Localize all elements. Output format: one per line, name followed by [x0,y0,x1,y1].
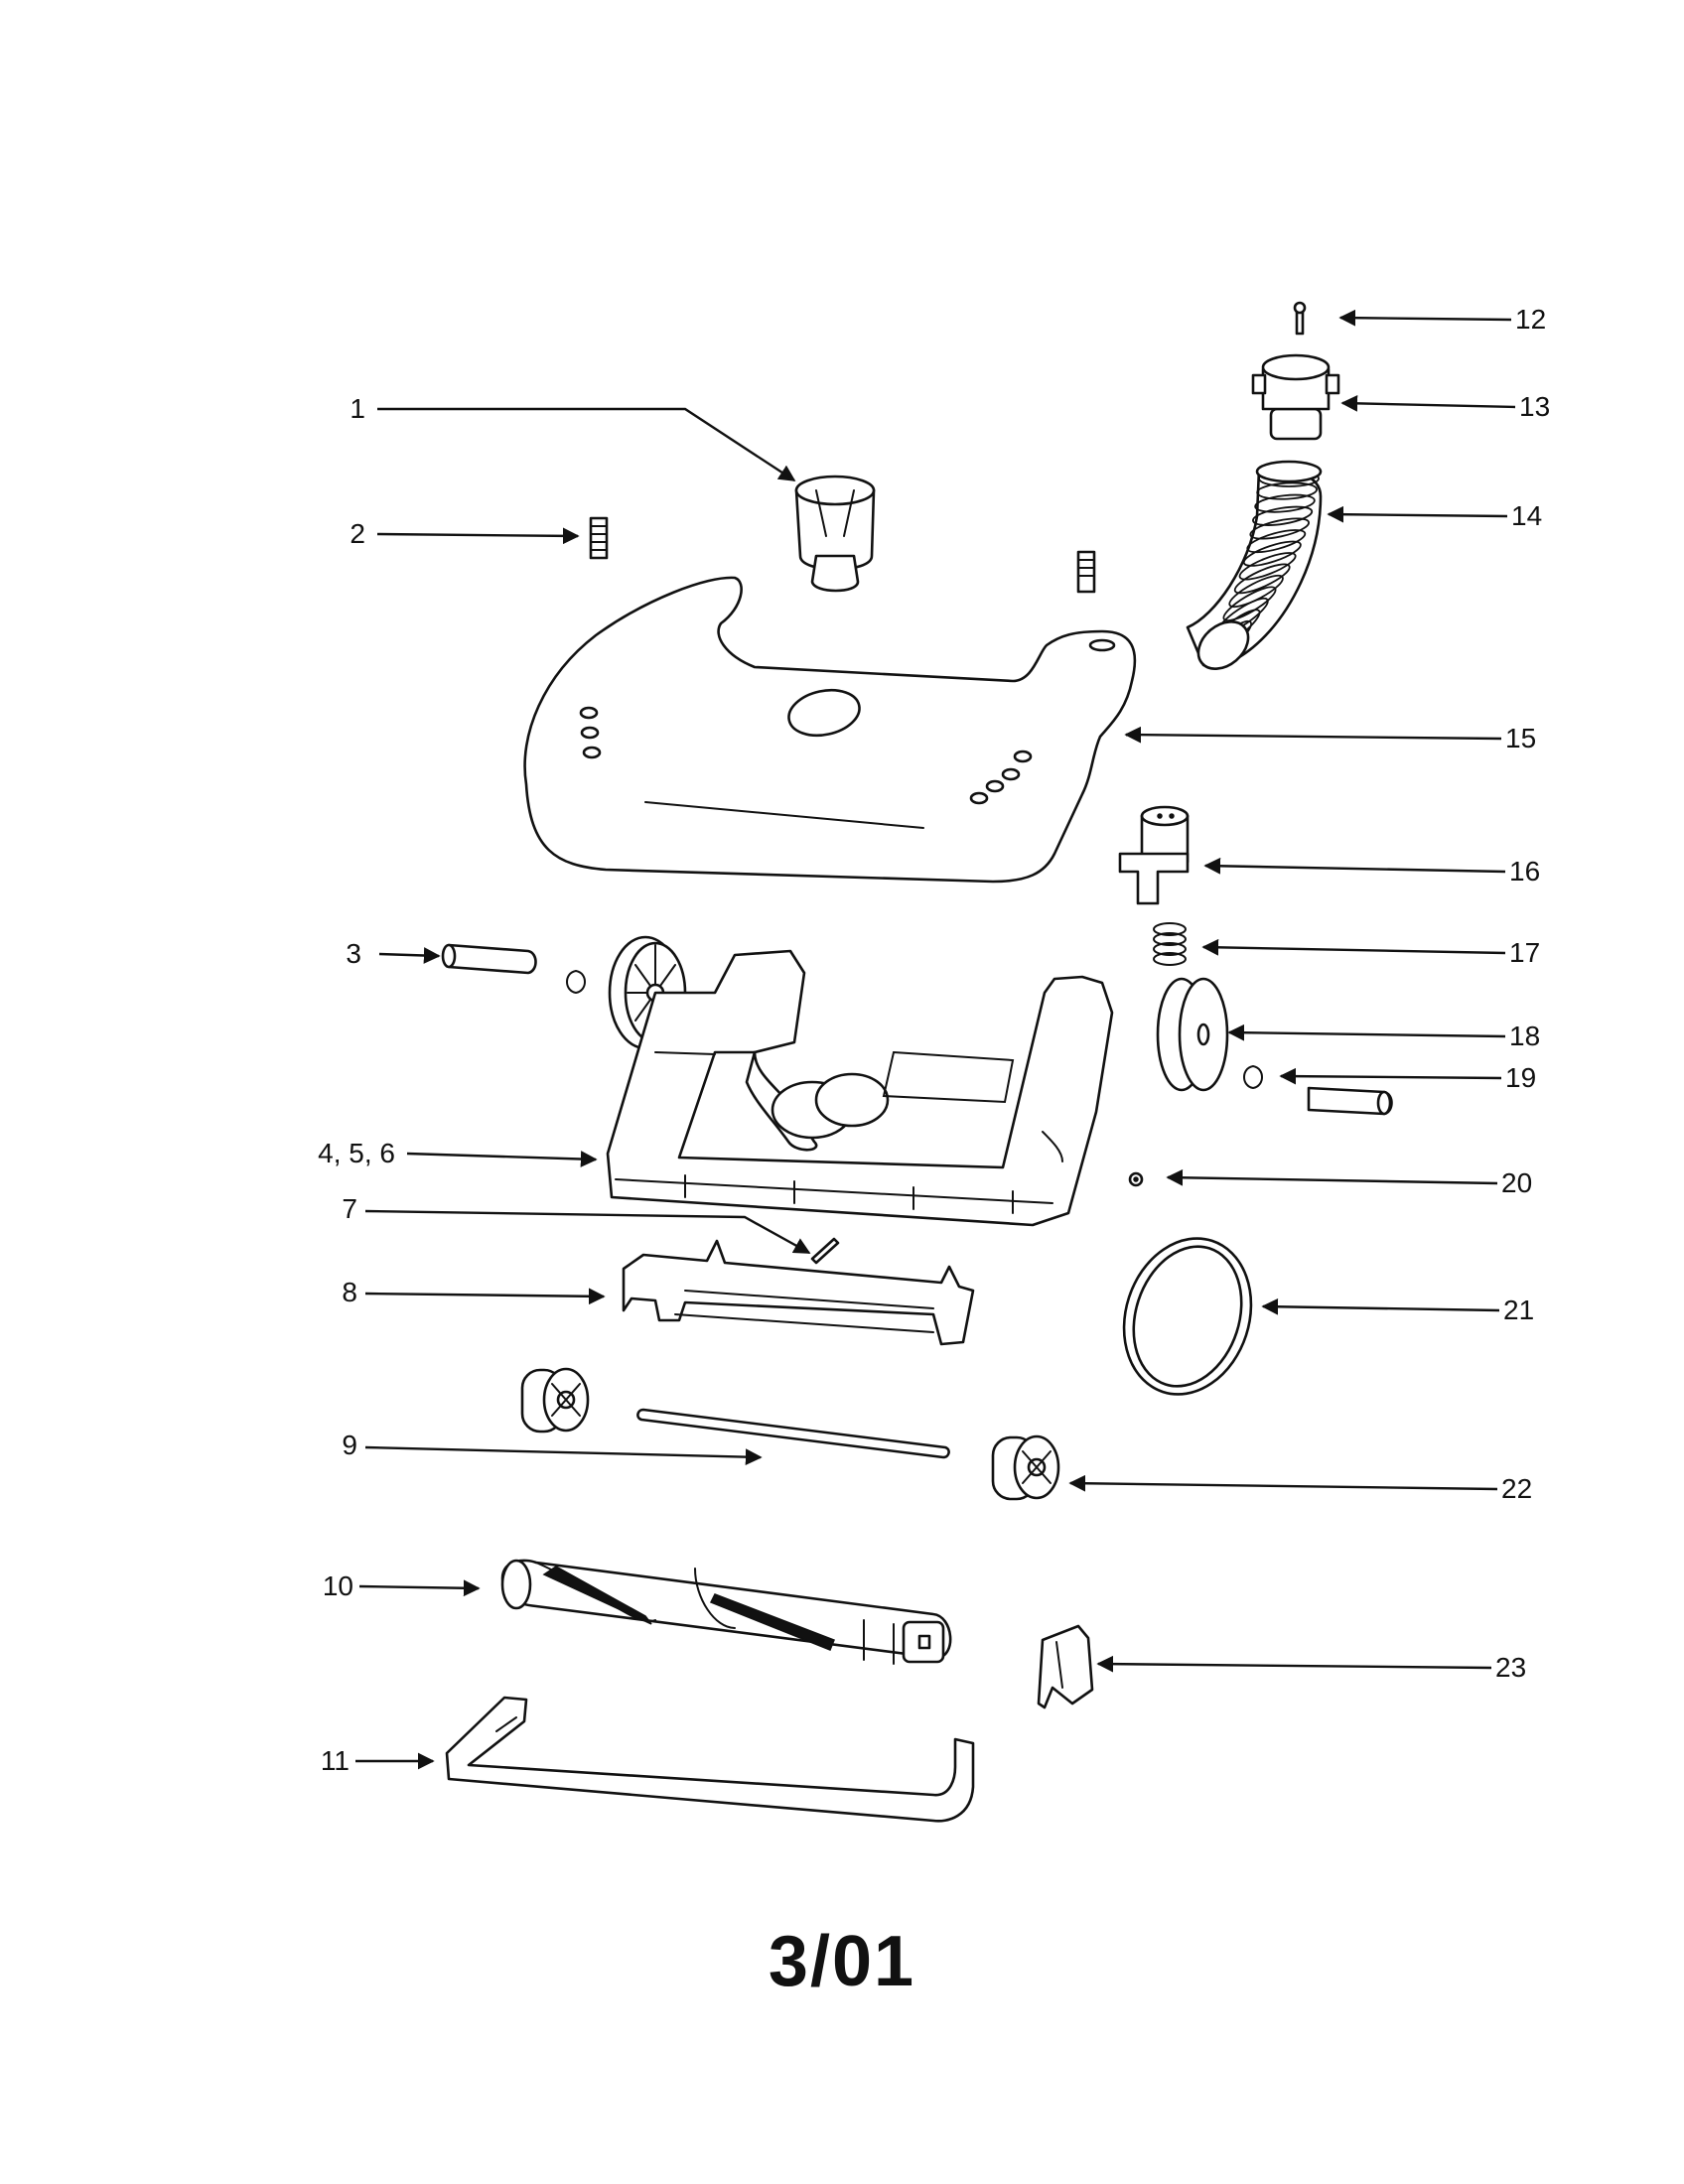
part-11-bumper [445,1696,975,1823]
leader-15 [1124,726,1502,744]
leader-10 [358,1579,481,1597]
part-10-brush-roll [500,1559,952,1665]
leader-17 [1201,938,1506,956]
part-4-5-6-base-housing [606,949,1114,1227]
part-21-belt [1122,1237,1253,1396]
part-23-belt-guard [1037,1624,1094,1709]
hose-rib [1256,481,1318,500]
part-15-hood [523,576,1137,884]
part-7-pin [810,1237,840,1265]
leader-3 [378,947,441,964]
part-12-pin [1293,301,1307,336]
hose-rib [1254,493,1316,513]
callout-label-4-5-6: 4, 5, 6 [318,1138,395,1168]
part-3-axle [441,943,537,975]
hose-rib [1246,529,1307,554]
leader-8 [364,1288,606,1305]
callout-leader-lines [355,309,1516,1770]
part-18-wheel [1156,977,1229,1092]
part-22-end-cap [991,1434,1060,1501]
leader-13 [1340,394,1516,412]
part-8-frame [622,1239,975,1346]
part-19-clip [1243,1064,1263,1089]
leader-21 [1261,1297,1500,1315]
callout-label-18: 18 [1509,1021,1541,1051]
part-14-corrugated-hose [1186,460,1323,670]
callout-label-3: 3 [346,938,361,969]
hose-rib [1249,517,1310,540]
callout-label-21: 21 [1503,1295,1535,1325]
hose-rib [1238,552,1297,581]
leader-7 [364,1209,811,1255]
part-20-small-screw [1128,1171,1144,1187]
leader-19 [1279,1067,1502,1085]
callout-label-9: 9 [342,1430,357,1460]
part-2-screw [589,516,609,560]
clip-left [566,969,586,994]
leader-1 [377,407,796,482]
callout-label-16: 16 [1509,856,1541,887]
callout-label-23: 23 [1495,1652,1527,1683]
hose-rib [1242,540,1302,567]
callout-label-22: 22 [1501,1473,1533,1504]
leader-23 [1096,1655,1492,1673]
part-1-nozzle-connector [794,475,876,593]
leader-20 [1166,1168,1498,1186]
part-13-hose-coupling [1251,353,1340,441]
leader-16 [1203,857,1506,875]
hose-rib [1252,505,1314,526]
part-17-spring [1153,922,1187,966]
callout-label-14: 14 [1511,500,1543,531]
callout-label-11: 11 [320,1745,350,1776]
callout-label-12: 12 [1515,304,1547,335]
part-16-latch [1118,805,1190,905]
callout-label-2: 2 [350,518,365,549]
drawing-revision-code: 3/01 [768,1922,916,2001]
callout-label-19: 19 [1505,1062,1537,1093]
leader-9 [364,1445,763,1466]
callout-label-20: 20 [1501,1167,1533,1198]
part-9-shaft [636,1408,950,1459]
leader-14 [1327,505,1508,523]
callout-label-7: 7 [342,1193,357,1224]
callout-label-8: 8 [342,1277,357,1307]
callout-label-10: 10 [322,1570,353,1601]
callout-label-1: 1 [350,393,365,424]
leader-4-5-6 [406,1151,598,1167]
callout-label-17: 17 [1509,937,1541,968]
leader-2 [376,527,580,545]
leader-18 [1227,1024,1506,1041]
leader-12 [1338,309,1512,327]
callout-label-15: 15 [1505,723,1537,753]
screw-second [1076,550,1096,594]
callout-label-13: 13 [1519,391,1551,422]
axle-right [1307,1086,1393,1116]
end-cap-left [520,1367,590,1433]
leader-22 [1068,1474,1498,1492]
hose-rib [1233,563,1291,595]
